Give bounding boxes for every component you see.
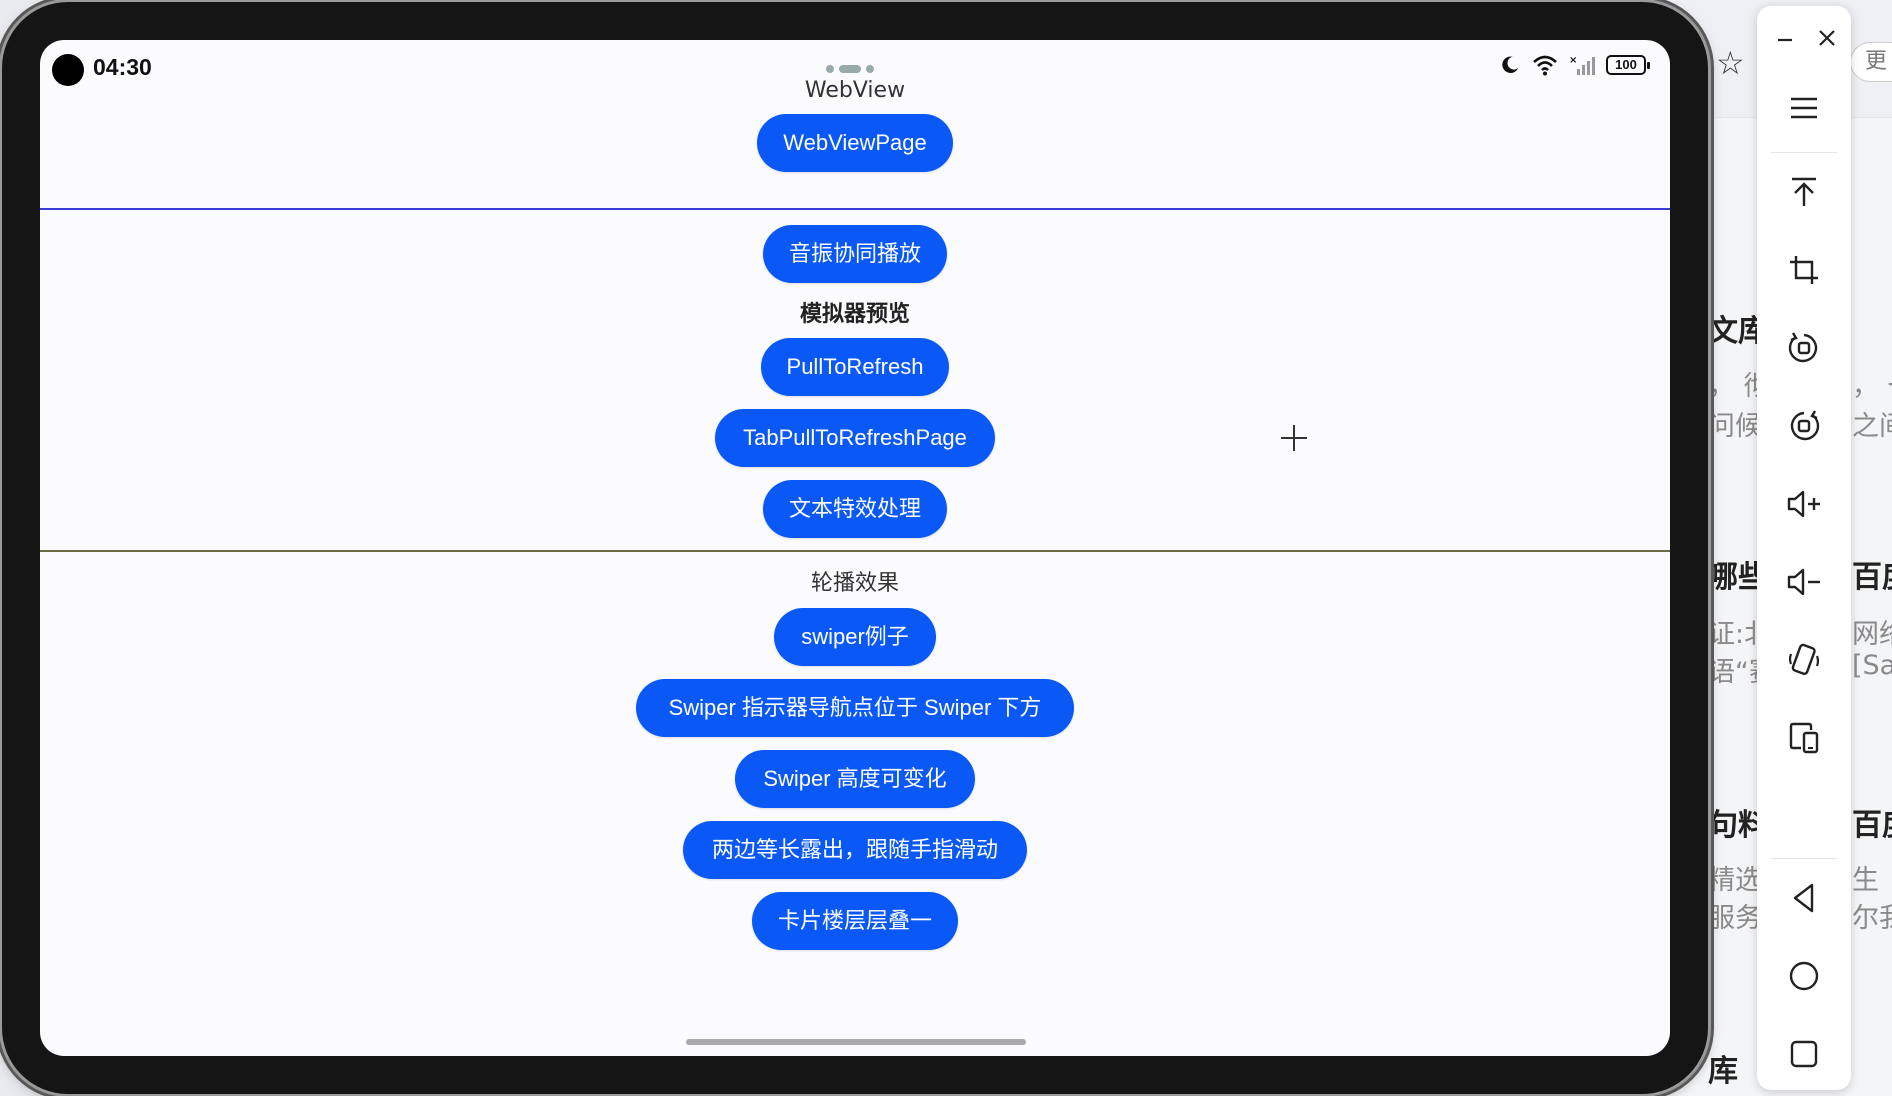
bookmark-star-icon[interactable]: ☆	[1716, 44, 1745, 82]
carousel-section-title: 轮播效果	[810, 571, 899, 596]
bg-fragment: 问候	[1708, 411, 1762, 442]
svg-text:×: ×	[1569, 55, 1577, 66]
fold-device-icon[interactable]	[1774, 708, 1834, 768]
swiper-example-button[interactable]: swiper例子	[774, 608, 936, 666]
bg-fragment: 之间	[1852, 411, 1892, 442]
minimize-icon[interactable]	[1767, 20, 1803, 56]
recents-icon[interactable]	[1774, 1024, 1834, 1084]
card-stack-button[interactable]: 卡片楼层层叠一	[752, 892, 958, 950]
rotate-cw-icon[interactable]	[1774, 396, 1834, 456]
battery-indicator: 100	[1606, 55, 1650, 75]
scroll-top-icon[interactable]	[1774, 162, 1834, 222]
back-icon[interactable]	[1774, 868, 1834, 928]
camera-hole	[52, 54, 84, 86]
bg-fragment: 尔我	[1852, 903, 1892, 934]
close-icon[interactable]	[1809, 20, 1845, 56]
status-icons: × 100	[1493, 54, 1650, 84]
bg-fragment: 服务	[1708, 903, 1762, 934]
signal-icon: ×	[1569, 55, 1595, 75]
bg-fragment: 百度	[1852, 560, 1892, 595]
swiper-variable-height-button[interactable]: Swiper 高度可变化	[735, 750, 975, 808]
home-icon[interactable]	[1774, 946, 1834, 1006]
bg-fragment: 网络	[1852, 619, 1892, 650]
bg-fragment: 百度	[1852, 808, 1892, 843]
bg-fragment: 生	[1852, 865, 1879, 896]
tablet-device-frame: 04:30 ×	[2, 2, 1708, 1094]
device-screen: 04:30 ×	[40, 40, 1670, 1056]
status-time: 04:30	[93, 54, 152, 80]
status-bar: 04:30 ×	[40, 40, 1670, 90]
wifi-icon	[1532, 55, 1557, 76]
more-button[interactable]: 更	[1850, 42, 1892, 82]
rotate-ccw-icon[interactable]	[1774, 318, 1834, 378]
window-handle[interactable]	[826, 58, 879, 77]
bg-fragment: 库	[1708, 1054, 1738, 1089]
simulator-section-title: 模拟器预览	[799, 302, 910, 327]
section-divider	[40, 208, 1670, 210]
crosshair-cursor-icon	[1281, 425, 1307, 451]
menu-icon[interactable]	[1774, 78, 1834, 138]
webview-section-title: WebView	[804, 78, 906, 103]
moon-icon	[1502, 56, 1518, 73]
swiper-indicator-below-button[interactable]: Swiper 指示器导航点位于 Swiper 下方	[636, 679, 1074, 737]
home-indicator-bar[interactable]	[686, 1039, 1026, 1045]
section-divider	[40, 550, 1670, 552]
swiper-peek-sides-button[interactable]: 两边等长露出，跟随手指滑动	[683, 821, 1027, 879]
emulator-toolbar	[1757, 6, 1851, 1090]
bg-fragment: 精选	[1708, 865, 1762, 896]
tab-pull-to-refresh-button[interactable]: TabPullToRefreshPage	[715, 409, 995, 467]
pull-to-refresh-button[interactable]: PullToRefresh	[761, 338, 949, 396]
haptic-playback-button[interactable]: 音振协同播放	[763, 225, 947, 283]
webview-page-button[interactable]: WebViewPage	[757, 114, 953, 172]
bg-fragment: [Sa	[1852, 650, 1892, 681]
text-effect-button[interactable]: 文本特效处理	[763, 480, 947, 538]
bg-fragment: ， 一	[1852, 371, 1892, 402]
volume-down-icon[interactable]	[1774, 552, 1834, 612]
volume-up-icon[interactable]	[1774, 474, 1834, 534]
crop-icon[interactable]	[1774, 240, 1834, 300]
shake-icon[interactable]	[1774, 630, 1834, 690]
